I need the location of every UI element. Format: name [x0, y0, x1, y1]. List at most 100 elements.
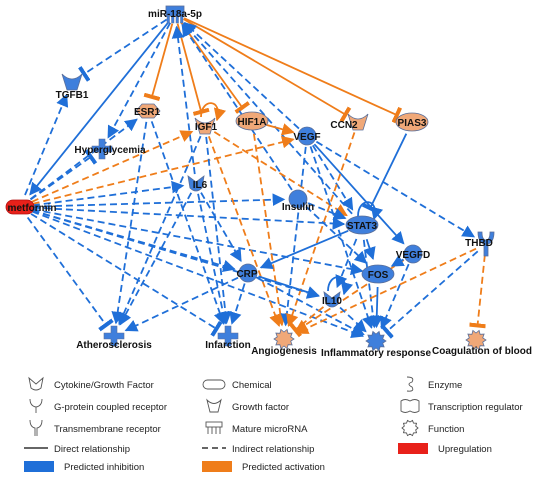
- edge-vegf-to-stat3: [312, 144, 354, 211]
- legend-label-gpcr: G-protein coupled receptor: [54, 402, 167, 413]
- edge-mir-to-esr1: [143, 23, 174, 101]
- legend-item-transmembrane: Transmembrane receptor: [29, 419, 161, 436]
- edge-crp-to-il10: [258, 275, 320, 299]
- node-pias3-shape: [395, 112, 429, 132]
- edge-stat3-to-crp: [259, 229, 349, 269]
- node-stat3[interactable]: STAT3: [345, 215, 379, 235]
- legend-symbol-chemical: [202, 379, 226, 390]
- node-inflammatory-response-label: Inflammatory response: [321, 348, 431, 359]
- legend-symbol-upregulation: [398, 443, 428, 454]
- node-il6[interactable]: IL6: [187, 175, 208, 192]
- legend-symbol-inhibition: [24, 461, 54, 472]
- edge-crp-to-athero: [124, 276, 239, 332]
- node-crp[interactable]: CRP: [236, 263, 258, 283]
- legend: Cytokine/Growth Factor Chemical EnzymeG-pr…: [24, 376, 523, 473]
- legend-item-function: Function: [401, 419, 464, 437]
- node-esr1[interactable]: ESR1: [134, 103, 161, 119]
- node-il10-shape: [323, 291, 341, 308]
- node-insulin[interactable]: Insulin: [282, 189, 314, 213]
- node-il10-label: IL10: [322, 296, 342, 307]
- edge-insulin-to-mir: [181, 23, 293, 191]
- node-fos-label: FOS: [368, 270, 389, 281]
- legend-symbol-function: [401, 419, 419, 437]
- node-metformin-shape: [5, 199, 35, 215]
- edge-metformin-to-hyper: [30, 149, 98, 201]
- node-tgfb1-label: TGFB1: [56, 90, 89, 101]
- edge-vegf-to-thbd: [315, 140, 476, 238]
- edge-metformin-to-esr1: [29, 118, 138, 200]
- legend-symbol-enzyme: [406, 376, 414, 392]
- legend-item-mirna: Mature microRNA: [205, 421, 308, 435]
- node-thbd-label: THBD: [465, 238, 493, 249]
- node-coagulation-of-blood[interactable]: Coagulation of blood: [432, 329, 532, 358]
- edge-il10-to-angio: [288, 306, 325, 338]
- node-tgfb1-shape: [61, 73, 83, 91]
- edge-metformin-to-fos: [32, 208, 364, 276]
- edge-thbd-to-coag: [469, 254, 486, 329]
- legend-item-upregulation: Upregulation: [398, 443, 492, 455]
- legend-item-cytokine: Cytokine/Growth Factor: [28, 376, 154, 391]
- legend-label-chemical: Chemical: [232, 380, 272, 391]
- node-atherosclerosis-label: Atherosclerosis: [76, 340, 152, 351]
- legend-symbol-gpcr: [29, 398, 43, 413]
- node-pias3[interactable]: PIAS3: [395, 112, 429, 132]
- node-igf1-shape: [194, 117, 216, 135]
- edge-igf1-to-infarct: [205, 136, 232, 325]
- legend-symbol-growth-factor: [206, 398, 222, 413]
- edge-mir-to-ccn2: [183, 18, 352, 123]
- legend-label-transmembrane: Transmembrane receptor: [54, 424, 161, 435]
- node-atherosclerosis[interactable]: Atherosclerosis: [76, 325, 152, 351]
- node-mir-18a-5p[interactable]: miR-18a-5p: [148, 5, 202, 24]
- edge-ccn2-to-angio: [286, 132, 356, 327]
- legend-item-enzyme: Enzyme: [406, 376, 462, 392]
- node-hyperglycemia[interactable]: Hyperglycemia: [74, 138, 146, 160]
- edge-metformin-to-infarct: [30, 213, 223, 337]
- edge-stat3-to-il10: [335, 238, 358, 289]
- edge-pias3-to-stat3: [361, 133, 408, 214]
- legend-item-activation: Predicted activation: [202, 461, 325, 473]
- node-vegf-label: VEGF: [293, 132, 320, 143]
- node-fos[interactable]: FOS: [361, 264, 395, 284]
- node-inflammatory-response-shape: [365, 330, 387, 352]
- legend-label-enzyme: Enzyme: [428, 380, 462, 391]
- edge-hif1a-to-vegf: [264, 123, 295, 136]
- node-igf1-label: IGF1: [195, 122, 218, 133]
- node-angiogenesis-shape: [273, 328, 295, 350]
- node-vegf[interactable]: VEGF: [293, 126, 321, 146]
- node-metformin[interactable]: metformin: [5, 199, 56, 215]
- edge-stat3-to-stat3: [357, 201, 384, 221]
- edge-vegf-to-angio: [280, 146, 307, 327]
- node-thbd-shape: [477, 231, 495, 257]
- node-hif1a-label: HIF1A: [238, 117, 267, 128]
- edge-il6-to-mir: [171, 25, 196, 175]
- node-ccn2[interactable]: CCN2: [330, 113, 369, 131]
- edge-insulin-to-fos: [305, 205, 368, 264]
- edge-il6-to-crp: [200, 192, 242, 262]
- legend-label-inhibition: Predicted inhibition: [64, 462, 144, 473]
- edge-esr1-to-athero: [111, 121, 148, 325]
- node-hif1a[interactable]: HIF1A: [235, 111, 269, 131]
- legend-item-inhibition: Predicted inhibition: [24, 461, 144, 473]
- legend-symbol-mirna: [205, 421, 223, 434]
- node-infarction[interactable]: Infarction: [205, 325, 251, 351]
- node-hyperglycemia-label: Hyperglycemia: [74, 145, 146, 156]
- node-insulin-shape: [288, 189, 308, 209]
- legend-label-growth-factor: Growth factor: [232, 402, 289, 413]
- legend-label-cytokine: Cytokine/Growth Factor: [54, 380, 154, 391]
- edge-stat3-to-inflam: [362, 239, 380, 329]
- node-inflammatory-response[interactable]: Inflammatory response: [321, 330, 431, 360]
- node-tgfb1[interactable]: TGFB1: [56, 73, 89, 101]
- edge-il6-to-athero: [119, 192, 193, 326]
- node-angiogenesis[interactable]: Angiogenesis: [251, 328, 317, 358]
- legend-item-transcription: Transcription regulator: [400, 399, 523, 413]
- node-igf1[interactable]: IGF1: [194, 117, 218, 135]
- node-thbd[interactable]: THBD: [465, 231, 495, 257]
- edge-il6-to-infarct: [197, 193, 230, 325]
- node-il10[interactable]: IL10: [322, 291, 342, 308]
- edge-mir-to-metformin: [29, 21, 170, 196]
- node-vegfd[interactable]: VEGFD: [396, 244, 430, 264]
- node-fos-shape: [361, 264, 395, 284]
- node-coagulation-of-blood-shape: [465, 329, 487, 351]
- edge-igf1-to-stat3: [213, 131, 348, 217]
